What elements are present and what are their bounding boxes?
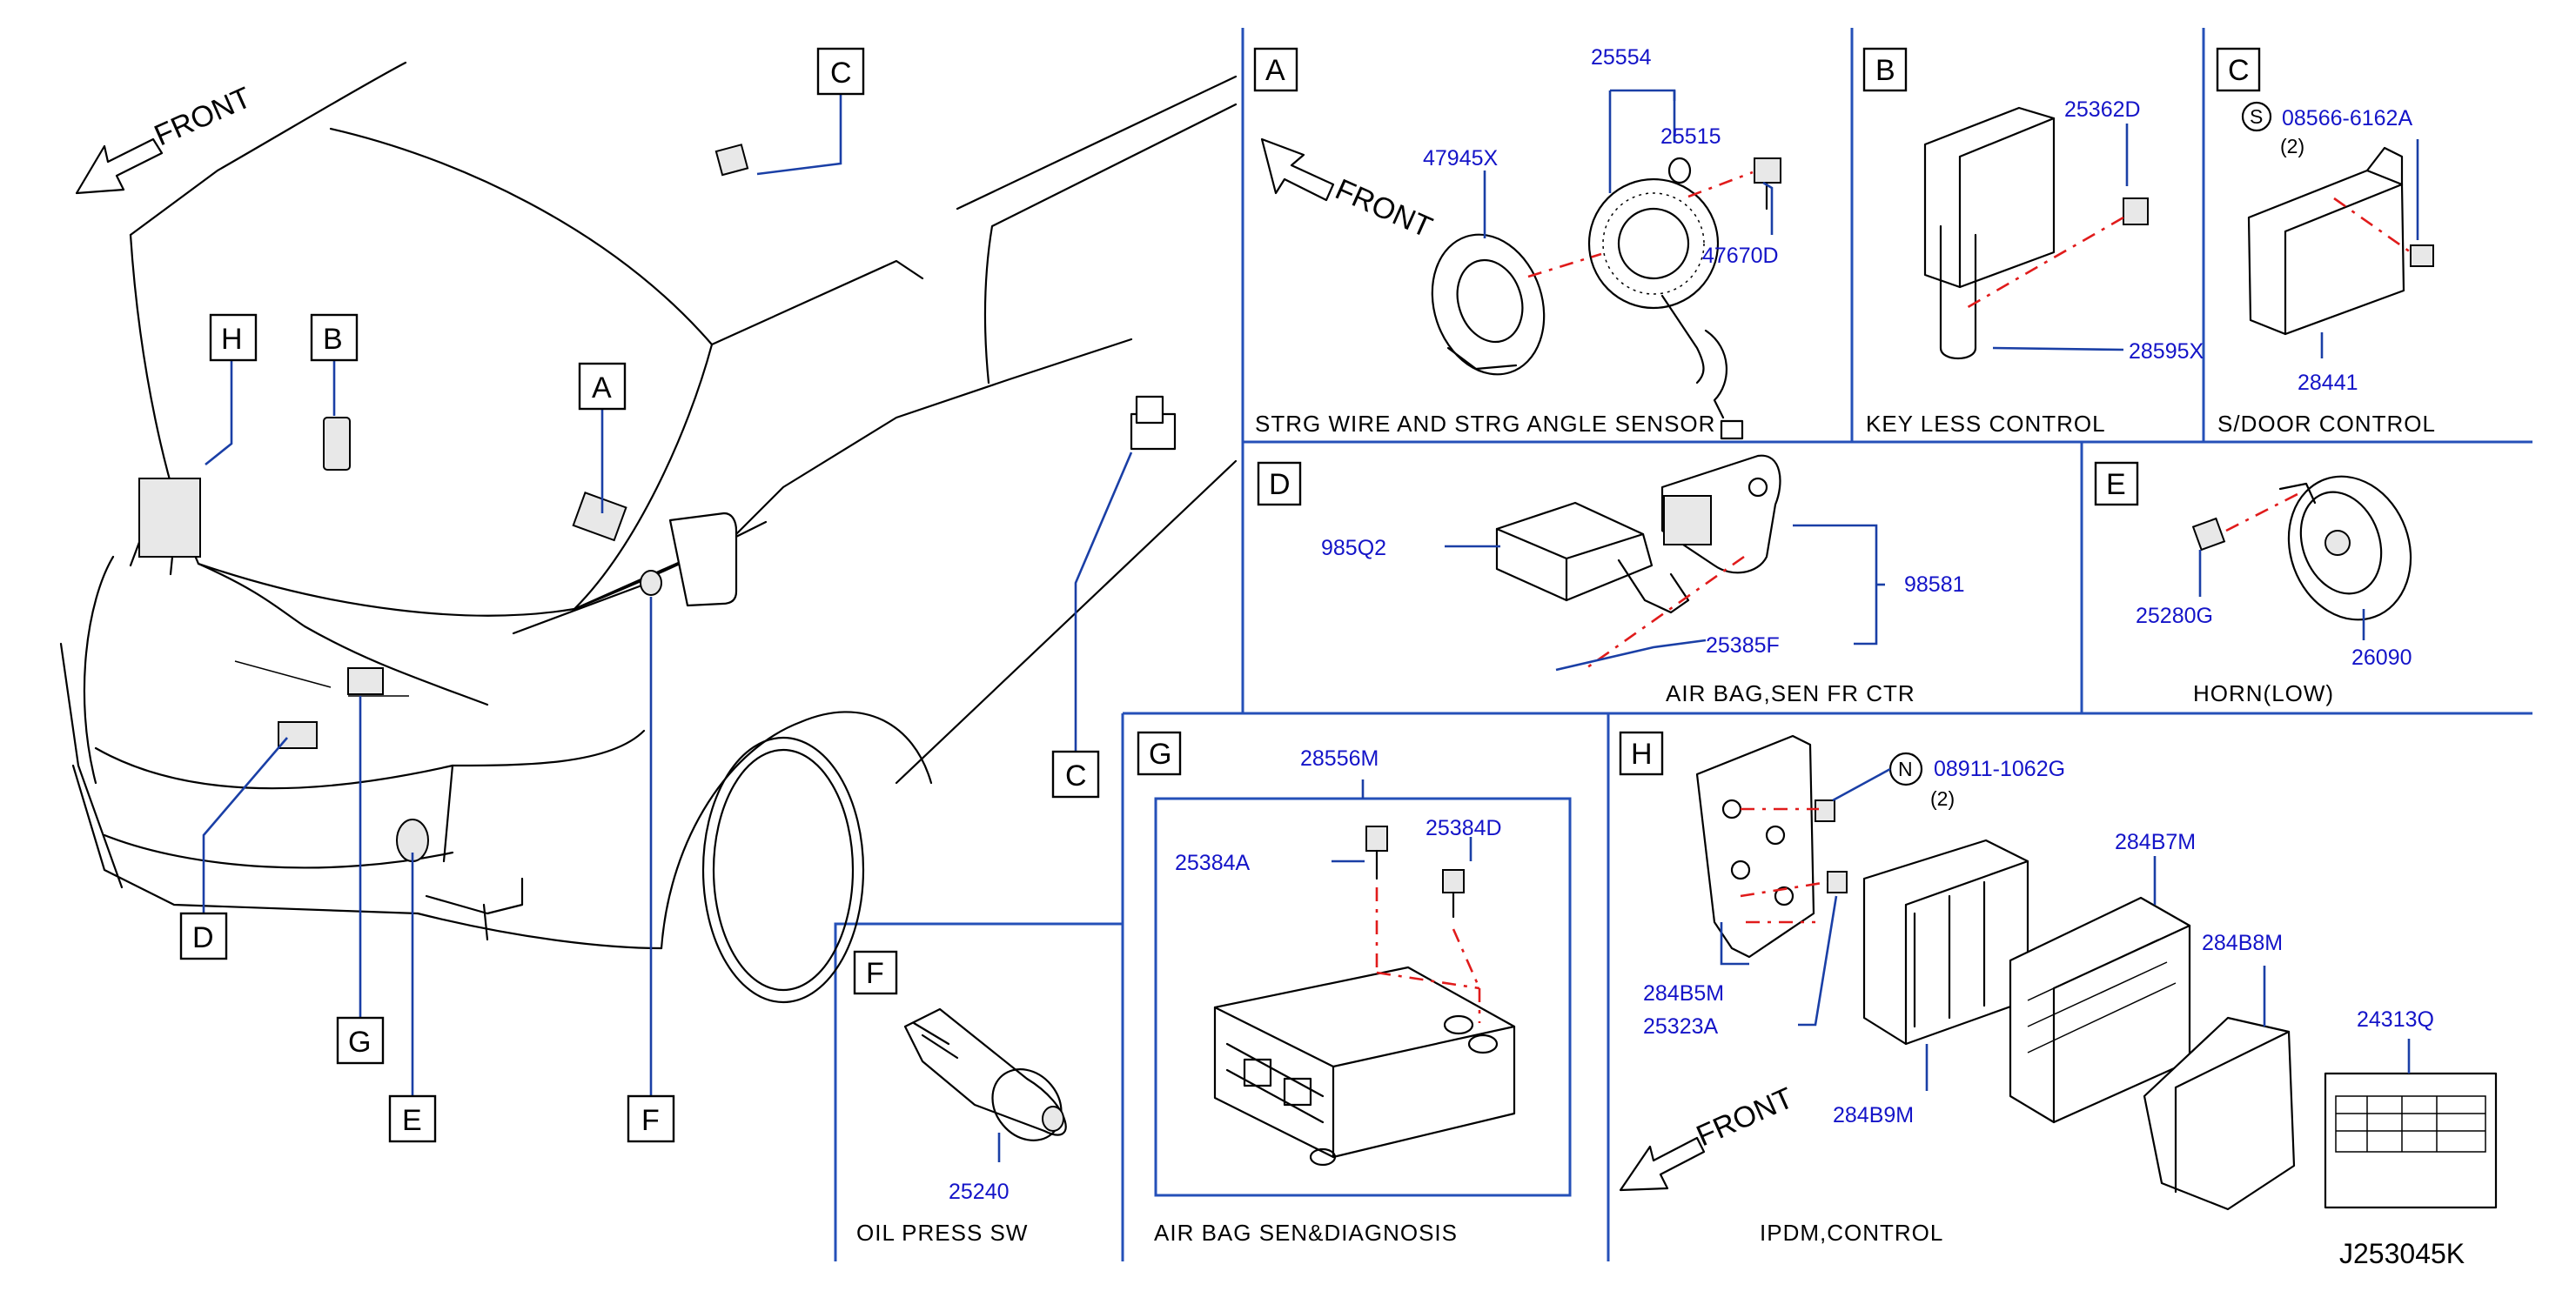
callout-c-side: C <box>1051 750 1100 799</box>
pn-24313Q: 24313Q <box>2357 1007 2434 1032</box>
svg-text:(2): (2) <box>2280 135 2304 157</box>
panel-f: F 25240 OIL PRESS SW <box>853 950 1067 1246</box>
panel-a: A FRONT 25554 25515 47945X 47670D STRG W… <box>1253 45 1781 440</box>
callout-f: F <box>627 1094 675 1143</box>
pn-08566-6162A: 08566-6162A <box>2282 106 2412 130</box>
pn-284B5M: 284B5M <box>1643 981 1724 1006</box>
pn-25323A: 25323A <box>1643 1014 1719 1039</box>
pn-25362D: 25362D <box>2064 97 2141 122</box>
panel-a-front-arrow: FRONT <box>1260 137 1437 244</box>
svg-text:E: E <box>402 1104 422 1137</box>
pn-25240: 25240 <box>949 1180 1010 1204</box>
panel-h: H N 08911-1062G (2) <box>1619 731 2498 1246</box>
pn-284B7M: 284B7M <box>2115 830 2196 854</box>
svg-text:G: G <box>1149 738 1171 771</box>
pn-985Q2: 985Q2 <box>1321 536 1386 560</box>
svg-text:C: C <box>830 57 852 90</box>
panel-g: G 28556M 25384A 25384D AIR BAG SEN&DIAGN… <box>1137 731 1516 1246</box>
panel-c: C S 08566-6162A (2) 28441 S/DOOR CONTROL <box>2216 47 2436 437</box>
svg-text:C: C <box>2228 54 2250 87</box>
svg-text:H: H <box>1631 738 1653 771</box>
svg-text:FRONT: FRONT <box>1692 1081 1798 1153</box>
svg-text:B: B <box>323 323 343 356</box>
svg-text:E: E <box>2106 468 2126 501</box>
svg-text:N: N <box>1898 758 1913 780</box>
caption-c: S/DOOR CONTROL <box>2217 411 2436 437</box>
pn-25280G: 25280G <box>2136 604 2213 628</box>
caption-d: AIR BAG,SEN FR CTR <box>1666 680 1915 706</box>
callout-c-top: C <box>816 47 865 96</box>
panel-a-letter: A <box>1265 54 1285 87</box>
pn-47945X: 47945X <box>1423 146 1499 171</box>
pn-28556M: 28556M <box>1300 746 1379 771</box>
pn-25554: 25554 <box>1591 45 1652 70</box>
svg-text:G: G <box>348 1026 371 1059</box>
pn-25384A: 25384A <box>1175 851 1251 875</box>
front-arrow: FRONT <box>75 81 256 195</box>
panel-h-front-arrow: FRONT <box>1619 1081 1798 1192</box>
callout-e: E <box>388 1094 437 1143</box>
svg-text:D: D <box>1269 468 1291 501</box>
callout-d: D <box>179 912 228 960</box>
vehicle-leaders <box>202 90 1133 1101</box>
vehicle-drawing: FRONT <box>59 61 1238 1004</box>
vehicle-callouts: C H B A C D G E F <box>179 47 1100 1143</box>
caption-a: STRG WIRE AND STRG ANGLE SENSOR <box>1255 411 1715 437</box>
panel-b: B 25362D 28595X KEY LESS CONTROL <box>1862 47 2204 437</box>
caption-f: OIL PRESS SW <box>856 1220 1028 1246</box>
svg-text:S: S <box>2250 105 2263 128</box>
caption-b: KEY LESS CONTROL <box>1866 411 2106 437</box>
caption-g: AIR BAG SEN&DIAGNOSIS <box>1154 1220 1458 1246</box>
caption-e: HORN(LOW) <box>2193 680 2334 706</box>
svg-text:C: C <box>1065 759 1087 793</box>
svg-text:B: B <box>1875 54 1895 87</box>
svg-text:A: A <box>592 371 612 405</box>
pn-284B8M: 284B8M <box>2202 931 2283 955</box>
svg-text:FRONT: FRONT <box>1331 173 1437 244</box>
svg-text:D: D <box>192 921 214 954</box>
pn-25515: 25515 <box>1660 124 1721 149</box>
callout-h: H <box>209 313 258 362</box>
pn-47670D: 47670D <box>1702 244 1779 268</box>
pn-25385F: 25385F <box>1706 633 1780 658</box>
pn-284B9M: 284B9M <box>1833 1103 1914 1127</box>
svg-text:F: F <box>641 1104 660 1137</box>
svg-text:H: H <box>221 323 243 356</box>
callout-g: G <box>336 1016 385 1065</box>
pn-26090: 26090 <box>2351 646 2412 670</box>
pn-98581: 98581 <box>1904 572 1965 597</box>
panel-d: D 985Q2 98581 25385F AIR BAG,SEN FR CTR <box>1257 454 1965 706</box>
pn-08911-1062G: 08911-1062G <box>1934 757 2065 781</box>
panel-e: E 25280G 26090 HORN(LOW) <box>2094 461 2412 706</box>
front-label: FRONT <box>150 81 256 152</box>
callout-b: B <box>310 313 359 362</box>
caption-h: IPDM,CONTROL <box>1760 1220 1943 1246</box>
svg-text:F: F <box>866 957 884 990</box>
pn-25384D: 25384D <box>1426 816 1502 840</box>
svg-text:(2): (2) <box>1930 787 1955 810</box>
callout-a: A <box>578 362 627 411</box>
figure-id: J253045K <box>2339 1238 2465 1269</box>
pn-28441: 28441 <box>2298 371 2358 395</box>
pn-28595X: 28595X <box>2129 339 2204 364</box>
